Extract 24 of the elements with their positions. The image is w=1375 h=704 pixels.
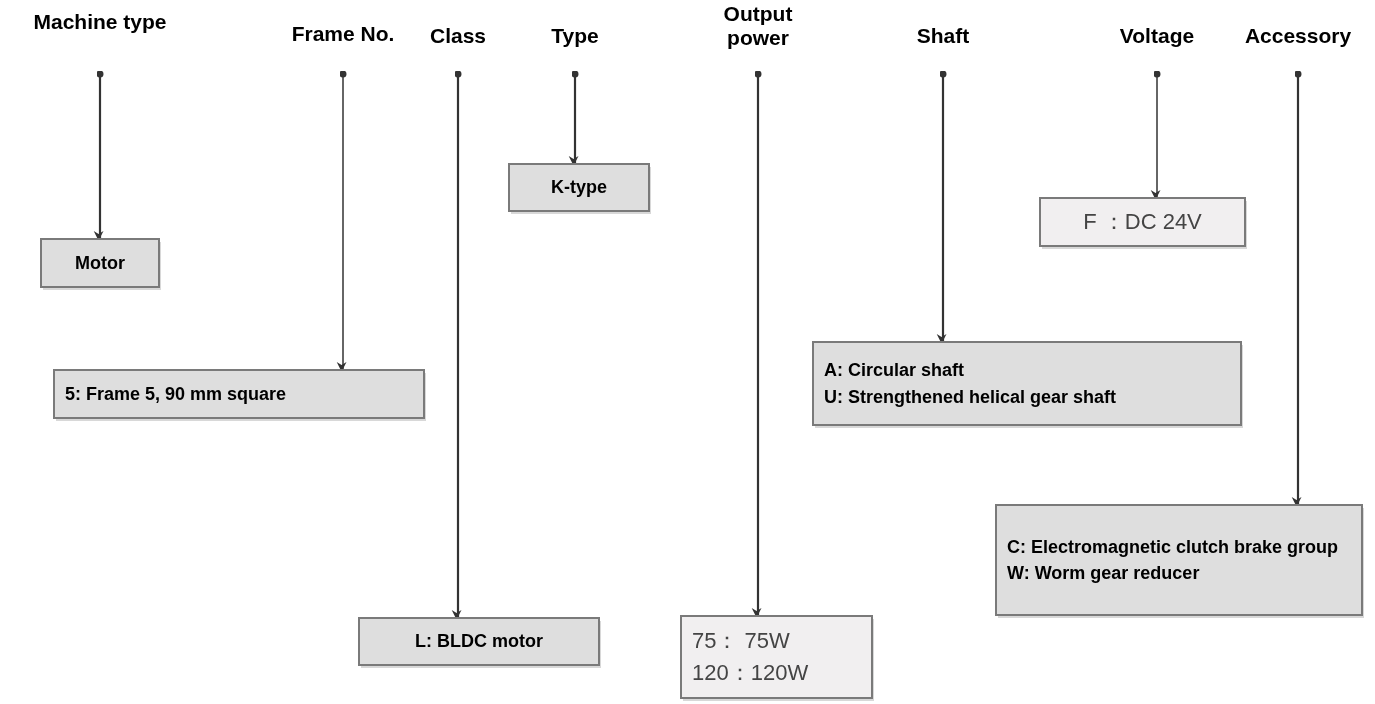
- column-heading: Shaft: [916, 24, 970, 49]
- option-box: 75： 75W 120：120W: [680, 615, 873, 699]
- column-heading: Class: [429, 24, 486, 49]
- arrow: [1291, 70, 1302, 507]
- option-box: Motor: [40, 238, 160, 288]
- option-box: F ：DC 24V: [1039, 197, 1246, 247]
- arrow: [1150, 70, 1161, 200]
- column-heading: Output power: [722, 2, 794, 51]
- column-heading: Accessory: [1244, 24, 1352, 49]
- arrow: [936, 70, 947, 344]
- column-heading: Voltage: [1119, 24, 1195, 49]
- column-heading: Machine type: [33, 10, 167, 35]
- column-heading: Type: [551, 24, 599, 49]
- arrow: [568, 70, 579, 166]
- option-box: L: BLDC motor: [358, 617, 600, 666]
- arrow: [451, 70, 462, 620]
- arrow: [93, 70, 104, 241]
- option-box: K-type: [508, 163, 650, 212]
- option-box: C: Electromagnetic clutch brake group W: Worm gear reducer: [995, 504, 1363, 616]
- option-box: A: Circular shaft U: Strengthened helical gear shaft: [812, 341, 1242, 426]
- option-box: 5: Frame 5, 90 mm square: [53, 369, 425, 419]
- column-heading: Frame No.: [291, 22, 395, 47]
- arrow: [336, 70, 347, 372]
- arrow: [751, 70, 762, 618]
